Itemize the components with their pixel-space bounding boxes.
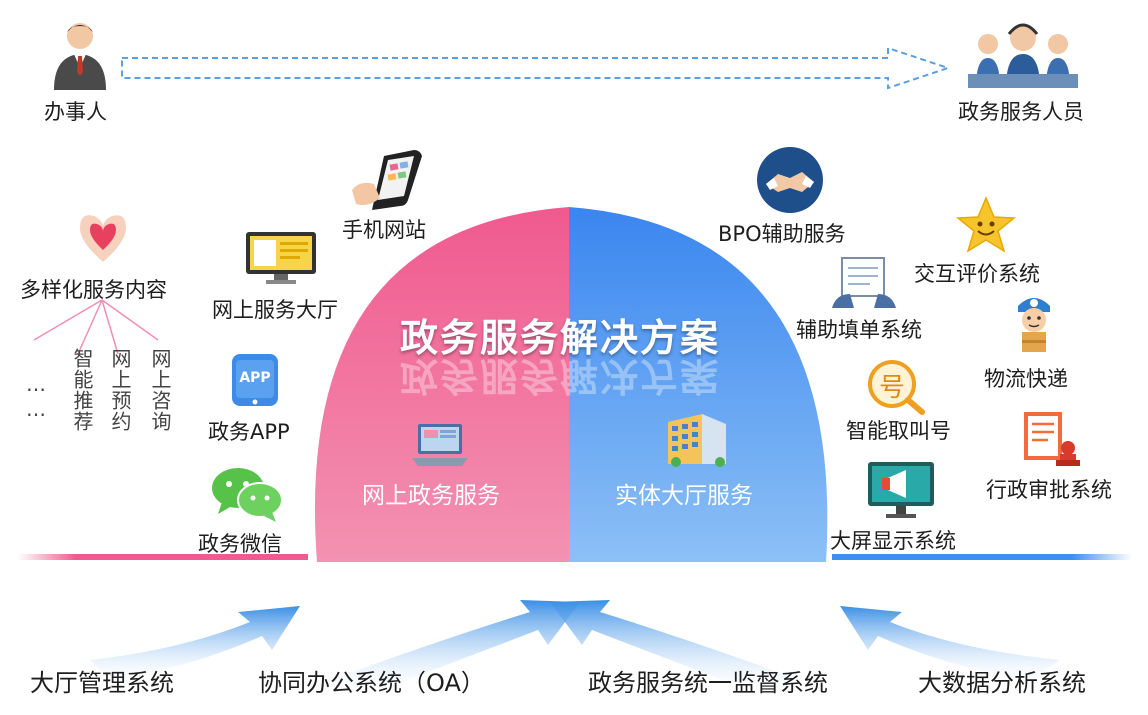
bpo-label: BPO辅助服务 bbox=[718, 222, 846, 246]
heart-hands-icon bbox=[80, 215, 126, 262]
handshake-icon bbox=[757, 147, 823, 213]
form-icon bbox=[832, 257, 896, 308]
online-service-icon bbox=[412, 424, 468, 466]
base-line-left bbox=[18, 554, 308, 560]
left-half-label: 网上政务服务 bbox=[362, 483, 500, 509]
center-title-reflection: 政务服务解决方案 bbox=[400, 354, 721, 398]
branch-lines bbox=[33, 299, 159, 355]
app-icon-text: APP bbox=[239, 370, 271, 386]
sub-item-online-booking: 网上预约 bbox=[108, 348, 132, 432]
smartphone-icon bbox=[352, 150, 422, 210]
dome-left-half bbox=[314, 207, 569, 562]
app-icon bbox=[232, 354, 278, 406]
base-line-right bbox=[832, 554, 1132, 560]
queue-icon-text: 号 bbox=[878, 373, 905, 403]
ellipsis-text: …… bbox=[24, 372, 48, 422]
logistics-label: 物流快递 bbox=[984, 367, 1068, 391]
right-half-label: 实体大厅服务 bbox=[615, 483, 753, 509]
big-screen-icon bbox=[868, 462, 934, 518]
courier-icon bbox=[1018, 298, 1050, 352]
staff-icon bbox=[968, 23, 1078, 88]
bottom-item-big-data: 大数据分析系统 bbox=[918, 669, 1086, 697]
monitor-icon bbox=[246, 232, 316, 284]
mobile-site-label: 手机网站 bbox=[342, 218, 426, 242]
star-face-icon bbox=[956, 196, 1016, 253]
applicant-icon bbox=[54, 23, 106, 90]
wechat-label: 政务微信 bbox=[198, 532, 282, 556]
approval-label: 行政审批系统 bbox=[986, 478, 1112, 502]
approval-icon bbox=[1024, 412, 1080, 466]
bottom-arrows bbox=[90, 600, 1060, 690]
dashed-arrow bbox=[121, 46, 952, 90]
building-icon bbox=[668, 414, 726, 467]
bottom-item-oa: 协同办公系统（OA） bbox=[258, 669, 485, 697]
bottom-item-hall-management: 大厅管理系统 bbox=[30, 669, 174, 697]
form-label: 辅助填单系统 bbox=[796, 318, 922, 342]
diverse-content-label: 多样化服务内容 bbox=[20, 278, 167, 302]
queue-label: 智能取叫号 bbox=[846, 419, 951, 443]
screen-label: 大屏显示系统 bbox=[830, 529, 956, 553]
wechat-icon bbox=[212, 468, 283, 522]
online-hall-label: 网上服务大厅 bbox=[212, 298, 338, 322]
sub-item-online-consult: 网上咨询 bbox=[148, 348, 172, 432]
dome-right-half bbox=[569, 207, 828, 562]
staff-label: 政务服务人员 bbox=[958, 100, 1084, 124]
bottom-item-supervision: 政务服务统一监督系统 bbox=[588, 669, 828, 697]
applicant-label: 办事人 bbox=[44, 100, 107, 124]
center-title: 政务服务解决方案 bbox=[400, 316, 721, 360]
queue-number-icon bbox=[868, 360, 925, 415]
sub-item-smart-recommend: 智能推荐 bbox=[70, 348, 94, 432]
eval-label: 交互评价系统 bbox=[914, 262, 1040, 286]
app-label: 政务APP bbox=[208, 420, 290, 444]
